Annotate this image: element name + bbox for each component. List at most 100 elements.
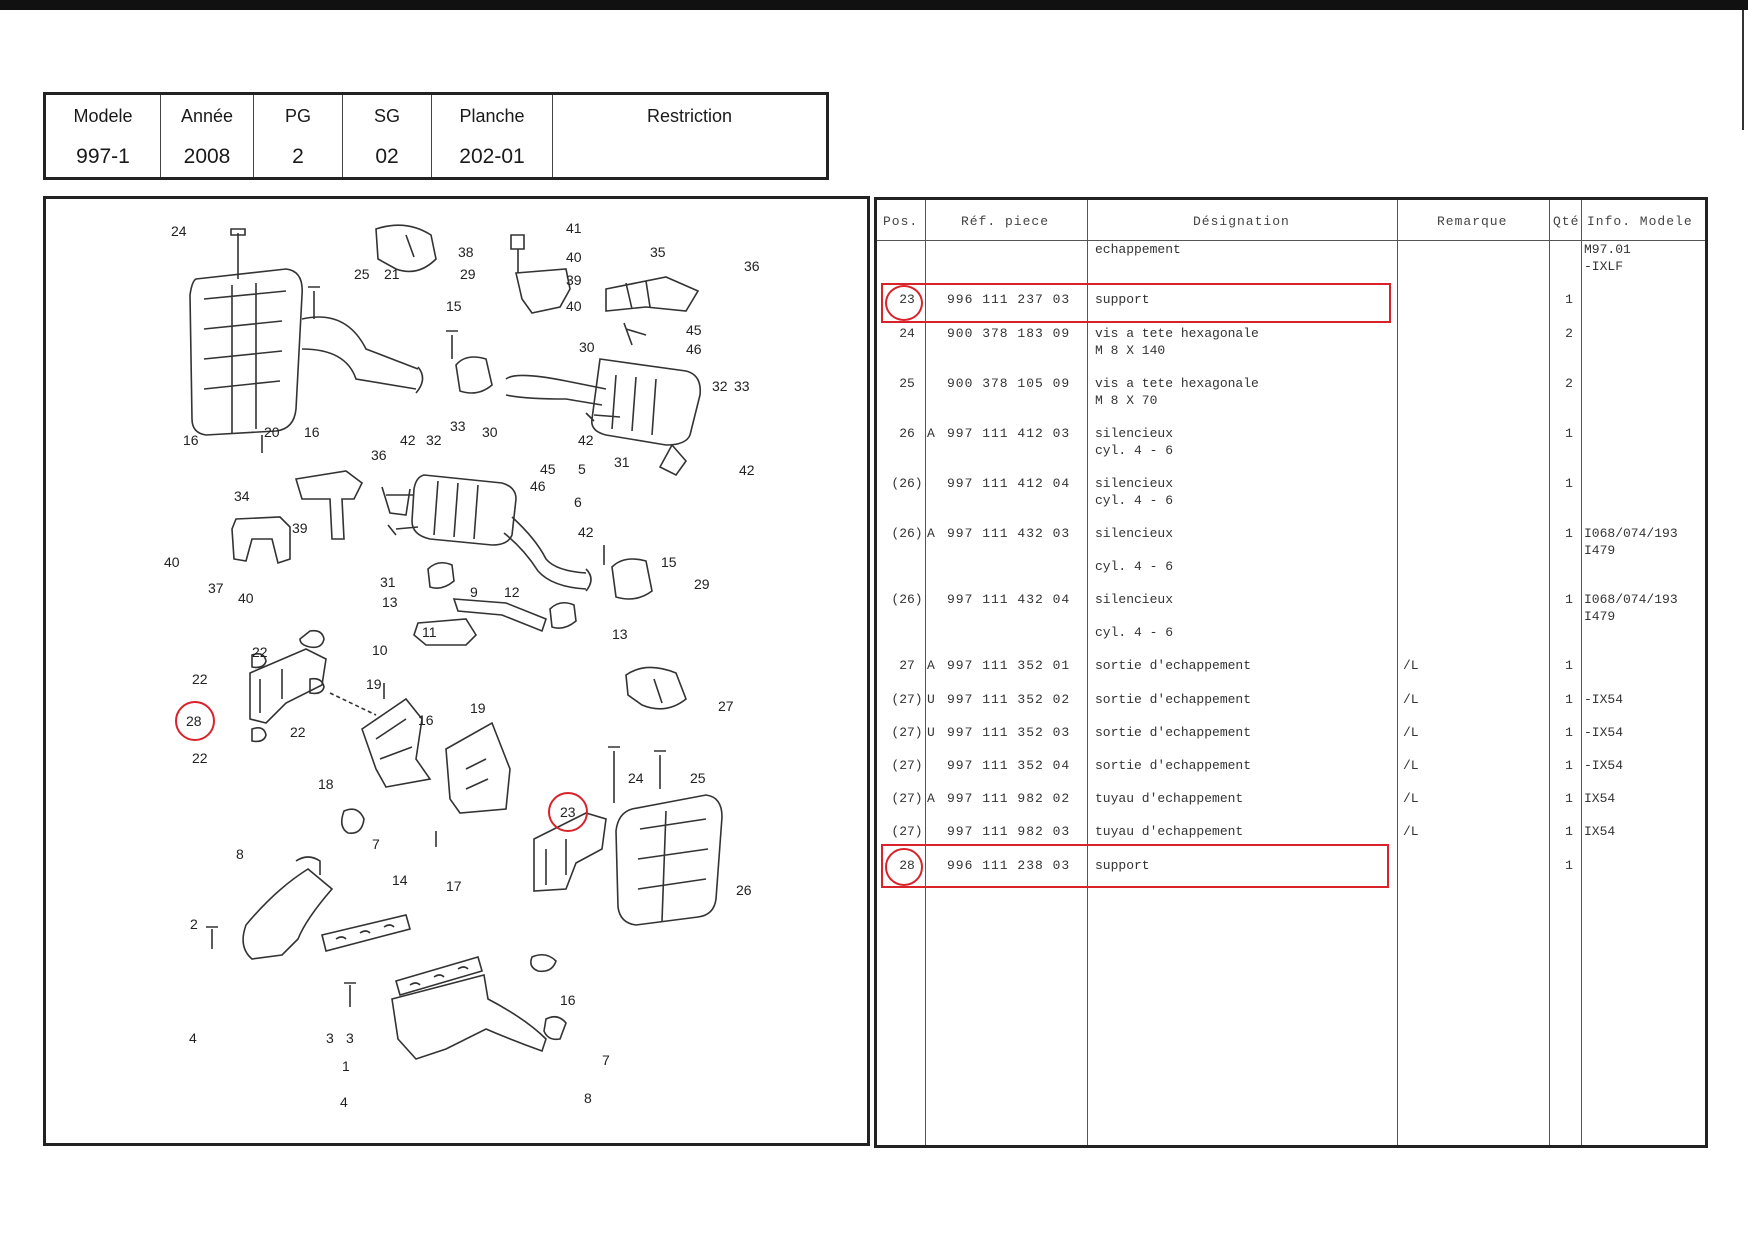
callout-30: 30 [482, 424, 498, 440]
header-col-planche: Planche 202-01 [432, 95, 553, 177]
pos-cell: (27) [891, 824, 923, 839]
callout-9: 9 [470, 584, 478, 600]
callout-40: 40 [164, 554, 180, 570]
designation-detail-cell: M 8 X 140 [1095, 343, 1166, 358]
header-col-modele: Modele 997-1 [46, 95, 161, 177]
callout-45: 45 [540, 461, 556, 477]
col-header-info: Info. Modele [1587, 214, 1693, 229]
diagram-linework [189, 224, 723, 1060]
column-divider [1581, 200, 1582, 1145]
pos-cell: (26) [891, 476, 923, 491]
callout-22: 22 [290, 724, 306, 740]
info-detail-cell: -IXLF [1584, 259, 1624, 274]
callout-15: 15 [661, 554, 677, 570]
callout-16: 16 [304, 424, 320, 440]
ref-cell: 997 111 982 02 [947, 791, 1071, 806]
qte-cell: 2 [1565, 326, 1573, 341]
info-cell: IX54 [1584, 824, 1616, 839]
ref-cell: 997 111 412 03 [947, 426, 1071, 441]
header-value: 997-1 [76, 145, 130, 168]
pos-cell: 25 [899, 376, 915, 391]
info-cell: -IX54 [1584, 758, 1624, 773]
column-divider [925, 200, 926, 1145]
designation-detail-cell: cyl. 4 - 6 [1095, 625, 1174, 640]
highlight-circle-28 [175, 701, 215, 741]
callout-32: 32 [426, 432, 442, 448]
highlight-circle-23 [548, 792, 588, 832]
callout-35: 35 [650, 244, 666, 260]
pos-cell: 26 [899, 426, 915, 441]
designation-cell: sortie d'echappement [1095, 692, 1252, 707]
callout-31: 31 [380, 574, 396, 590]
callout-36: 36 [744, 258, 760, 274]
qte-cell: 1 [1565, 791, 1573, 806]
flag-cell: A [927, 426, 935, 441]
pos-cell: (27) [891, 725, 923, 740]
qte-cell: 1 [1565, 758, 1573, 773]
callout-22: 22 [192, 671, 208, 687]
callout-25: 25 [354, 266, 370, 282]
header-value: 2 [292, 145, 304, 168]
header-col-restriction: Restriction [553, 95, 826, 177]
header-label: SG [373, 105, 400, 126]
callout-4: 4 [189, 1030, 197, 1046]
highlight-pos-28 [885, 848, 923, 886]
designation-detail-cell: cyl. 4 - 6 [1095, 559, 1174, 574]
remarque-cell: /L [1403, 791, 1419, 806]
designation-cell: vis a tete hexagonale [1095, 376, 1259, 391]
callout-3: 3 [346, 1030, 354, 1046]
callout-13: 13 [612, 626, 628, 642]
designation-cell: silencieux [1095, 526, 1174, 541]
ref-cell: 997 111 352 01 [947, 658, 1071, 673]
ref-cell: 997 111 432 03 [947, 526, 1071, 541]
ref-cell: 997 111 352 04 [947, 758, 1071, 773]
callout-28: 28 [186, 713, 202, 729]
qte-cell: 1 [1565, 824, 1573, 839]
callout-27: 27 [718, 698, 734, 714]
callout-2: 2 [190, 916, 198, 932]
flag-cell: U [927, 692, 935, 707]
exploded-parts-diagram: 24 25 21 41 40 39 38 40 29 15 35 36 45 4… [43, 196, 870, 1146]
column-divider [1397, 200, 1398, 1145]
callout-20: 20 [264, 424, 280, 440]
callout-18: 18 [318, 776, 334, 792]
callout-42: 42 [578, 524, 594, 540]
pos-cell: (27) [891, 692, 923, 707]
callout-39: 39 [292, 520, 308, 536]
designation-cell: sortie d'echappement [1095, 725, 1252, 740]
qte-cell: 1 [1565, 858, 1573, 873]
qte-cell: 1 [1565, 476, 1573, 491]
header-label: Modele [73, 105, 133, 126]
designation-cell: silencieux [1095, 592, 1174, 607]
designation-cell: support [1095, 292, 1150, 307]
column-divider [1087, 200, 1088, 1145]
ref-cell: 997 111 352 02 [947, 692, 1071, 707]
callout-17: 17 [446, 878, 462, 894]
column-divider [1549, 200, 1550, 1145]
remarque-cell: /L [1403, 758, 1419, 773]
designation-cell: sortie d'echappement [1095, 758, 1252, 773]
callout-5: 5 [578, 461, 586, 477]
callout-38: 38 [458, 244, 474, 260]
callout-23: 23 [560, 804, 576, 820]
parts-list-table: Pos. Réf. piece Désignation Remarque Qté… [874, 197, 1708, 1148]
remarque-cell: /L [1403, 692, 1419, 707]
callout-13: 13 [382, 594, 398, 610]
callout-10: 10 [372, 642, 388, 658]
callout-36: 36 [371, 447, 387, 463]
ref-cell: 900 378 105 09 [947, 376, 1071, 391]
qte-cell: 1 [1565, 426, 1573, 441]
ref-cell: 996 111 238 03 [947, 858, 1071, 873]
callout-14: 14 [392, 872, 408, 888]
callout-30: 30 [579, 339, 595, 355]
callout-42: 42 [400, 432, 416, 448]
qte-cell: 2 [1565, 376, 1573, 391]
pos-cell: 27 [899, 658, 915, 673]
designation-detail-cell: cyl. 4 - 6 [1095, 443, 1174, 458]
designation-detail-cell: M 8 X 70 [1095, 393, 1158, 408]
header-col-annee: Année 2008 [161, 95, 254, 177]
ref-cell: 996 111 237 03 [947, 292, 1071, 307]
designation-cell: tuyau d'echappement [1095, 824, 1244, 839]
callout-6: 6 [574, 494, 582, 510]
callout-16: 16 [418, 712, 434, 728]
